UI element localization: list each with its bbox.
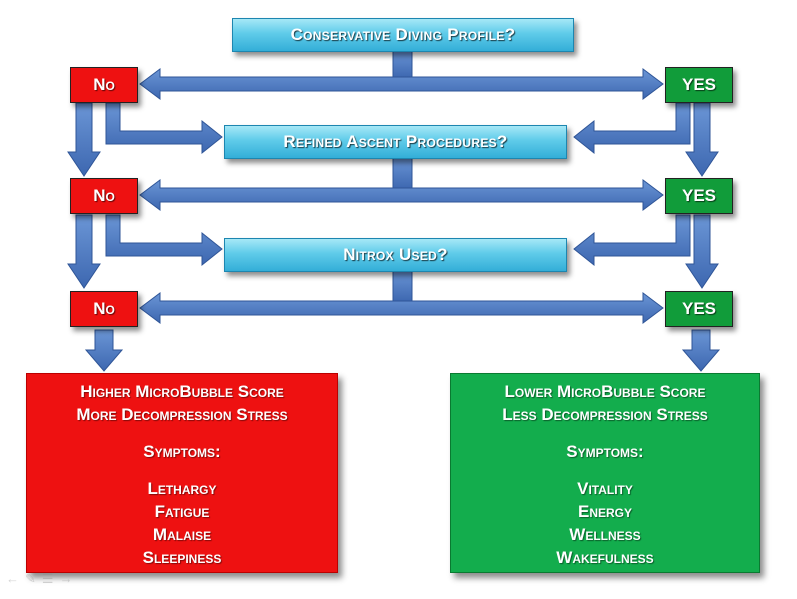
symptom-item: Wakefulness	[556, 548, 654, 567]
answer-no-2: No	[70, 178, 138, 214]
double-arrow-row1	[139, 68, 664, 100]
next-slide-icon[interactable]: →	[59, 571, 73, 586]
outcome-positive: Lower MicroBubble Score Less Decompressi…	[450, 373, 760, 573]
pen-icon[interactable]: ✎	[25, 571, 36, 586]
outcome-negative: Higher MicroBubble Score More Decompress…	[26, 373, 338, 573]
arrow-no2-to-q3	[105, 214, 223, 267]
double-arrow-row2	[139, 179, 664, 211]
outcome-negative-line1: Higher MicroBubble Score	[80, 382, 284, 401]
symptom-item: Malaise	[152, 525, 212, 544]
outcome-positive-line2: Less Decompression Stress	[502, 405, 708, 424]
symptom-item: Wellness	[569, 525, 641, 544]
prev-slide-icon[interactable]: ←	[6, 571, 19, 586]
arrow-yes1-down	[685, 102, 719, 177]
symptom-item: Fatigue	[154, 502, 210, 521]
arrow-no1-to-q2	[105, 102, 223, 155]
question-1-label: Conservative Diving Profile?	[290, 25, 516, 44]
arrow-no2-down	[67, 214, 101, 289]
answer-yes-2: YES	[665, 178, 733, 214]
answer-no-1: No	[70, 67, 138, 103]
arrow-yes2-to-q3	[573, 214, 691, 267]
stem-q2	[392, 156, 413, 190]
answer-no-3-label: No	[93, 299, 115, 318]
symptom-item: Lethargy	[147, 479, 217, 498]
answer-yes-1-label: YES	[681, 75, 717, 94]
answer-yes-2-label: YES	[681, 186, 717, 205]
arrow-yes3-to-outcome	[681, 329, 721, 372]
symptom-item: Vitality	[577, 479, 633, 498]
arrow-yes1-to-q2	[573, 102, 691, 155]
answer-no-3: No	[70, 291, 138, 327]
menu-icon[interactable]: ☰	[41, 571, 54, 586]
outcome-positive-symptoms-label: Symptoms:	[566, 442, 644, 461]
answer-no-2-label: No	[93, 186, 115, 205]
answer-yes-1: YES	[665, 67, 733, 103]
outcome-negative-line2: More Decompression Stress	[76, 405, 288, 424]
answer-no-1-label: No	[93, 75, 115, 94]
outcome-negative-symptoms-label: Symptoms:	[143, 442, 221, 461]
outcome-positive-line1: Lower MicroBubble Score	[504, 382, 706, 401]
question-refined-ascent: Refined Ascent Procedures?	[224, 125, 567, 159]
arrow-yes2-down	[685, 214, 719, 289]
double-arrow-row3	[139, 292, 664, 324]
stem-q1	[392, 49, 413, 79]
symptom-item: Energy	[577, 502, 632, 521]
question-conservative-profile: Conservative Diving Profile?	[232, 18, 574, 52]
arrow-no1-down	[67, 102, 101, 177]
answer-yes-3: YES	[665, 291, 733, 327]
arrow-no3-to-outcome	[84, 329, 124, 372]
question-3-label: Nitrox Used?	[343, 245, 448, 264]
slideshow-nav: ← ✎ ☰ →	[6, 571, 73, 587]
question-2-label: Refined Ascent Procedures?	[283, 132, 508, 151]
stem-q3	[392, 269, 413, 303]
symptom-item: Sleepiness	[142, 548, 222, 567]
answer-yes-3-label: YES	[681, 299, 717, 318]
question-nitrox: Nitrox Used?	[224, 238, 567, 272]
